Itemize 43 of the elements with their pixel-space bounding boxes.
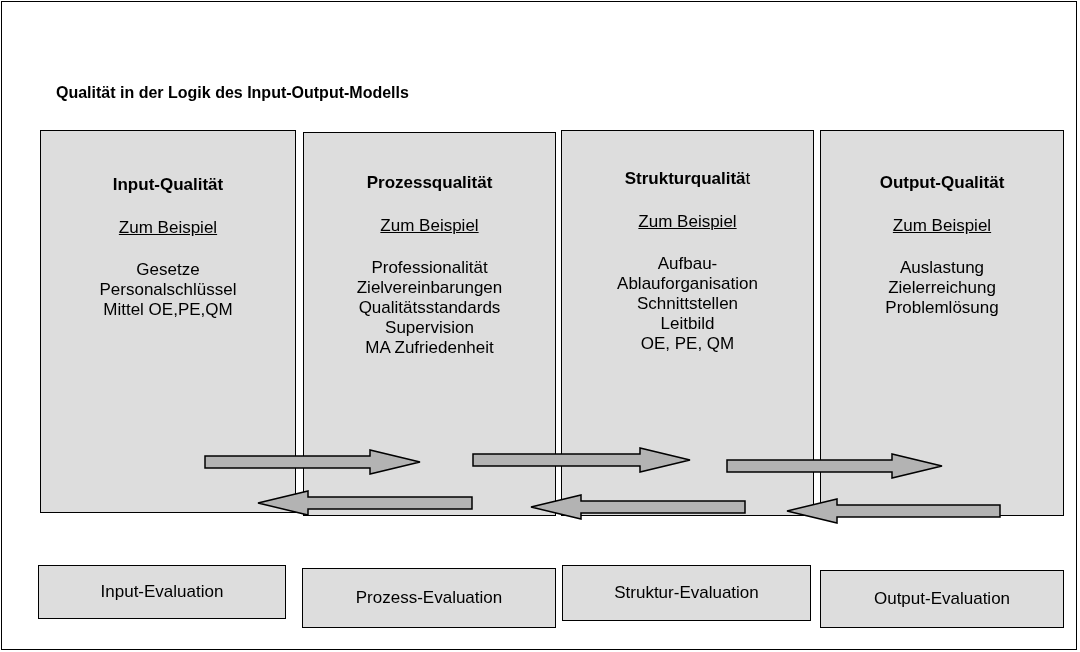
diagram-title: Qualität in der Logik des Input-Output-Modells [56,84,409,102]
block-arrow [204,449,421,475]
evaluation-label: Prozess-Evaluation [355,588,503,608]
quality-column [561,130,814,516]
example-item: Personalschlüssel [99,280,237,300]
example-item: Qualitätsstandards [358,298,501,318]
evaluation-box [302,568,556,628]
example-item: Leitbild [660,314,715,334]
example-item: Supervision [385,318,474,338]
example-item: Gesetze [136,260,200,280]
evaluation-label: Output-Evaluation [873,589,1011,609]
example-item: OE, PE, QM [640,334,735,354]
example-item: Problemlösung [885,298,999,318]
column-heading: Input-Qualität [112,175,224,195]
block-arrow [786,498,1001,524]
column-heading: Strukturqualität [624,169,751,189]
block-arrow [530,494,746,520]
example-item: Ablauforganisation [617,274,758,294]
quality-column [40,130,296,513]
example-item: Schnittstellen [636,294,739,314]
example-item: MA Zufriedenheit [365,338,494,358]
example-label: Zum Beispiel [892,216,992,236]
evaluation-box [562,565,811,621]
example-item: Aufbau- [657,254,718,274]
quality-column [820,130,1064,516]
column-heading: Prozessqualität [366,173,493,193]
block-arrow [726,453,943,479]
example-item: Zielvereinbarungen [356,278,503,298]
column-heading: Output-Qualität [879,173,1005,193]
example-label: Zum Beispiel [380,216,479,236]
example-label: Zum Beispiel [638,212,737,232]
block-arrow [472,447,691,473]
example-item: Auslastung [899,258,985,278]
example-item: Mittel OE,PE,QM [103,300,233,320]
example-label: Zum Beispiel [118,218,218,238]
evaluation-box [820,570,1064,628]
example-item: Zielerreichung [888,278,996,298]
evaluation-label: Input-Evaluation [100,582,224,602]
quality-column [303,132,556,516]
evaluation-label: Struktur-Evaluation [614,583,759,603]
block-arrow [257,490,473,516]
example-item: Professionalität [371,258,488,278]
evaluation-box [38,565,286,619]
